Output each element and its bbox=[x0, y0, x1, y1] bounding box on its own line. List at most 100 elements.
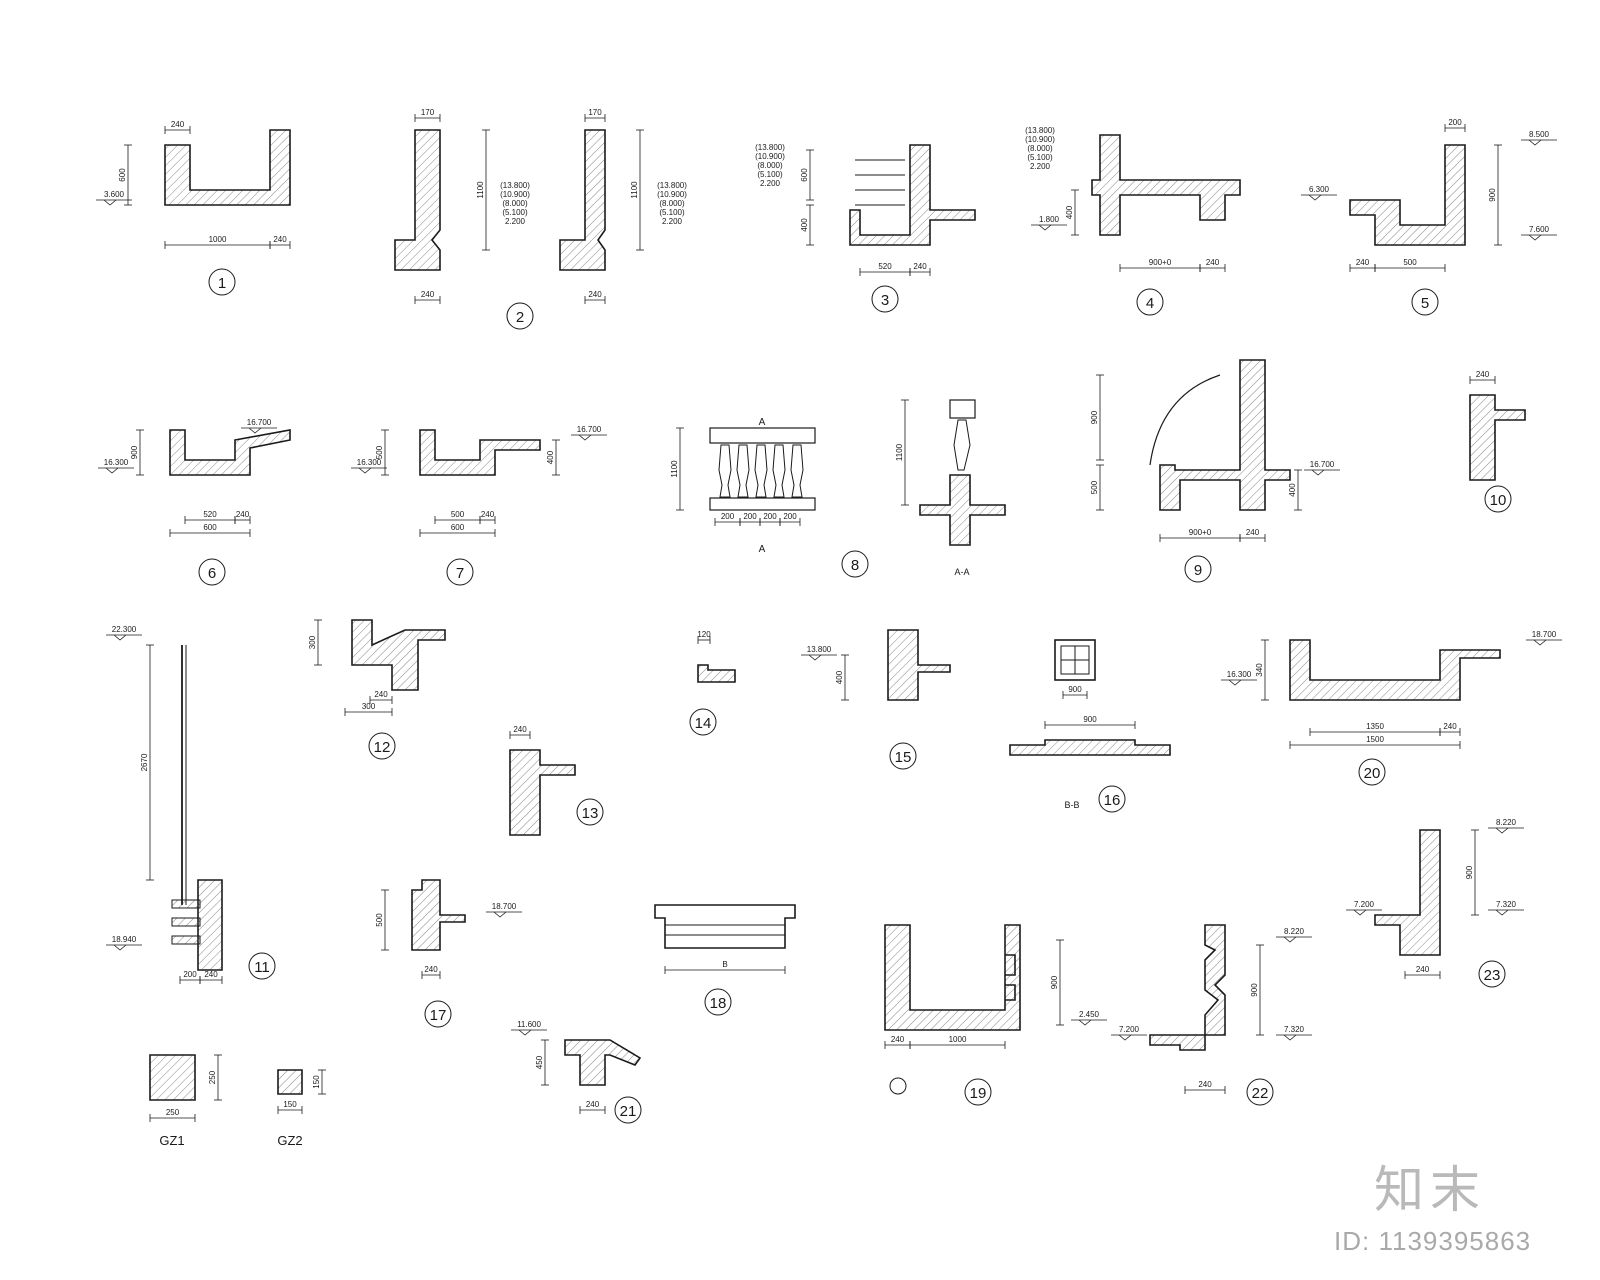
level-text: 7.200 bbox=[1354, 900, 1375, 909]
dim-text: 200 bbox=[783, 512, 797, 521]
baluster-section bbox=[953, 419, 971, 471]
detail-10-section bbox=[1469, 394, 1526, 481]
dim-text: 400 bbox=[1288, 483, 1297, 497]
dim-text: 600 bbox=[800, 168, 809, 182]
dim-text: 500 bbox=[1090, 480, 1099, 494]
dim-text: 2670 bbox=[140, 753, 149, 771]
dim-text: 600 bbox=[118, 168, 127, 182]
detail-number-circle bbox=[871, 285, 899, 313]
detail-number: 5 bbox=[1421, 295, 1429, 312]
baluster bbox=[754, 444, 768, 498]
detail-number: 23 bbox=[1484, 967, 1501, 984]
level-text: 8.500 bbox=[1529, 130, 1550, 139]
level-marker-icon bbox=[358, 467, 372, 474]
section-mark: A bbox=[759, 544, 766, 555]
detail-number: 11 bbox=[254, 959, 270, 976]
dim-text: 520 bbox=[203, 510, 217, 519]
detail-19-section bbox=[884, 924, 1021, 1031]
level-text: 16.700 bbox=[247, 418, 272, 427]
railing-base bbox=[709, 497, 816, 511]
gz1-section bbox=[149, 1054, 196, 1101]
dim-text: 520 bbox=[878, 262, 892, 271]
dim-text: 400 bbox=[1065, 205, 1074, 219]
level-text: 18.700 bbox=[1532, 630, 1557, 639]
detail-21-section bbox=[564, 1039, 642, 1086]
dim-text: 900 bbox=[1083, 715, 1097, 724]
dim-text: 240 bbox=[236, 510, 250, 519]
detail-number: 17 bbox=[430, 1007, 447, 1024]
gz2-section bbox=[277, 1069, 303, 1095]
detail-18: B18 bbox=[654, 904, 796, 1016]
level-marker-icon bbox=[518, 1029, 532, 1036]
window-frame bbox=[1054, 639, 1096, 681]
level-marker-icon bbox=[1528, 139, 1542, 146]
level-marker-icon bbox=[493, 911, 507, 918]
level-text: (8.000) bbox=[757, 161, 783, 170]
level-marker-icon bbox=[1118, 1034, 1132, 1041]
detail-3-section bbox=[849, 144, 976, 246]
level-marker-icon bbox=[1528, 234, 1542, 241]
detail-2b: 1701100(13.800)(10.900)(8.000)(5.100)2.2… bbox=[559, 108, 687, 304]
detail-number: 6 bbox=[208, 565, 216, 582]
dim-text: 400 bbox=[835, 670, 844, 684]
baluster bbox=[772, 444, 786, 498]
detail-number-circle bbox=[576, 798, 604, 826]
level-marker-icon bbox=[103, 199, 117, 206]
level-marker-icon bbox=[1495, 909, 1509, 916]
dim-text: 500 bbox=[1403, 258, 1417, 267]
dim-text: 900 bbox=[1050, 975, 1059, 989]
level-text: 7.320 bbox=[1496, 900, 1517, 909]
level-marker-icon bbox=[1311, 469, 1325, 476]
dim-text: 170 bbox=[421, 108, 435, 117]
section-mark: A-A bbox=[954, 567, 969, 577]
detail-16-section bbox=[1009, 739, 1171, 756]
dim-text: 1100 bbox=[895, 443, 904, 461]
detail-number-circle bbox=[368, 732, 396, 760]
level-text: (5.100) bbox=[1027, 153, 1053, 162]
level-text: 18.700 bbox=[492, 902, 517, 911]
dim-text: 1100 bbox=[670, 460, 679, 478]
dim-text: 340 bbox=[1255, 663, 1264, 677]
level-marker-icon bbox=[1283, 936, 1297, 943]
gz1-label: GZ1 bbox=[159, 1133, 184, 1148]
detail-5-section bbox=[1349, 144, 1466, 246]
level-marker-icon bbox=[1228, 679, 1242, 686]
level-text: (8.000) bbox=[1027, 144, 1053, 153]
railing-coping-section bbox=[949, 399, 976, 419]
detail-number: 16 bbox=[1104, 792, 1121, 809]
dim-text: 1000 bbox=[949, 1035, 967, 1044]
level-text: 8.220 bbox=[1284, 927, 1305, 936]
level-text: (10.900) bbox=[500, 190, 530, 199]
dim-text: 240 bbox=[1246, 528, 1260, 537]
level-text: (13.800) bbox=[755, 143, 785, 152]
dim-text: 240 bbox=[171, 120, 185, 129]
baluster bbox=[718, 444, 732, 498]
detail-number-circle bbox=[1246, 1078, 1274, 1106]
dim-text: 200 bbox=[763, 512, 777, 521]
dim-text: 500 bbox=[375, 913, 384, 927]
level-marker-icon bbox=[1038, 224, 1052, 231]
detail-9-section bbox=[1159, 359, 1291, 511]
dim-text: 240 bbox=[1198, 1080, 1212, 1089]
detail-20-section bbox=[1289, 639, 1501, 701]
dim-text: 300 bbox=[362, 702, 376, 711]
dim-text: 500 bbox=[375, 445, 384, 459]
level-text: (8.000) bbox=[502, 199, 528, 208]
dim-text: 600 bbox=[451, 523, 465, 532]
level-marker-icon bbox=[1495, 827, 1509, 834]
dim-text: 240 bbox=[1443, 722, 1457, 731]
dim-text: 200 bbox=[721, 512, 735, 521]
